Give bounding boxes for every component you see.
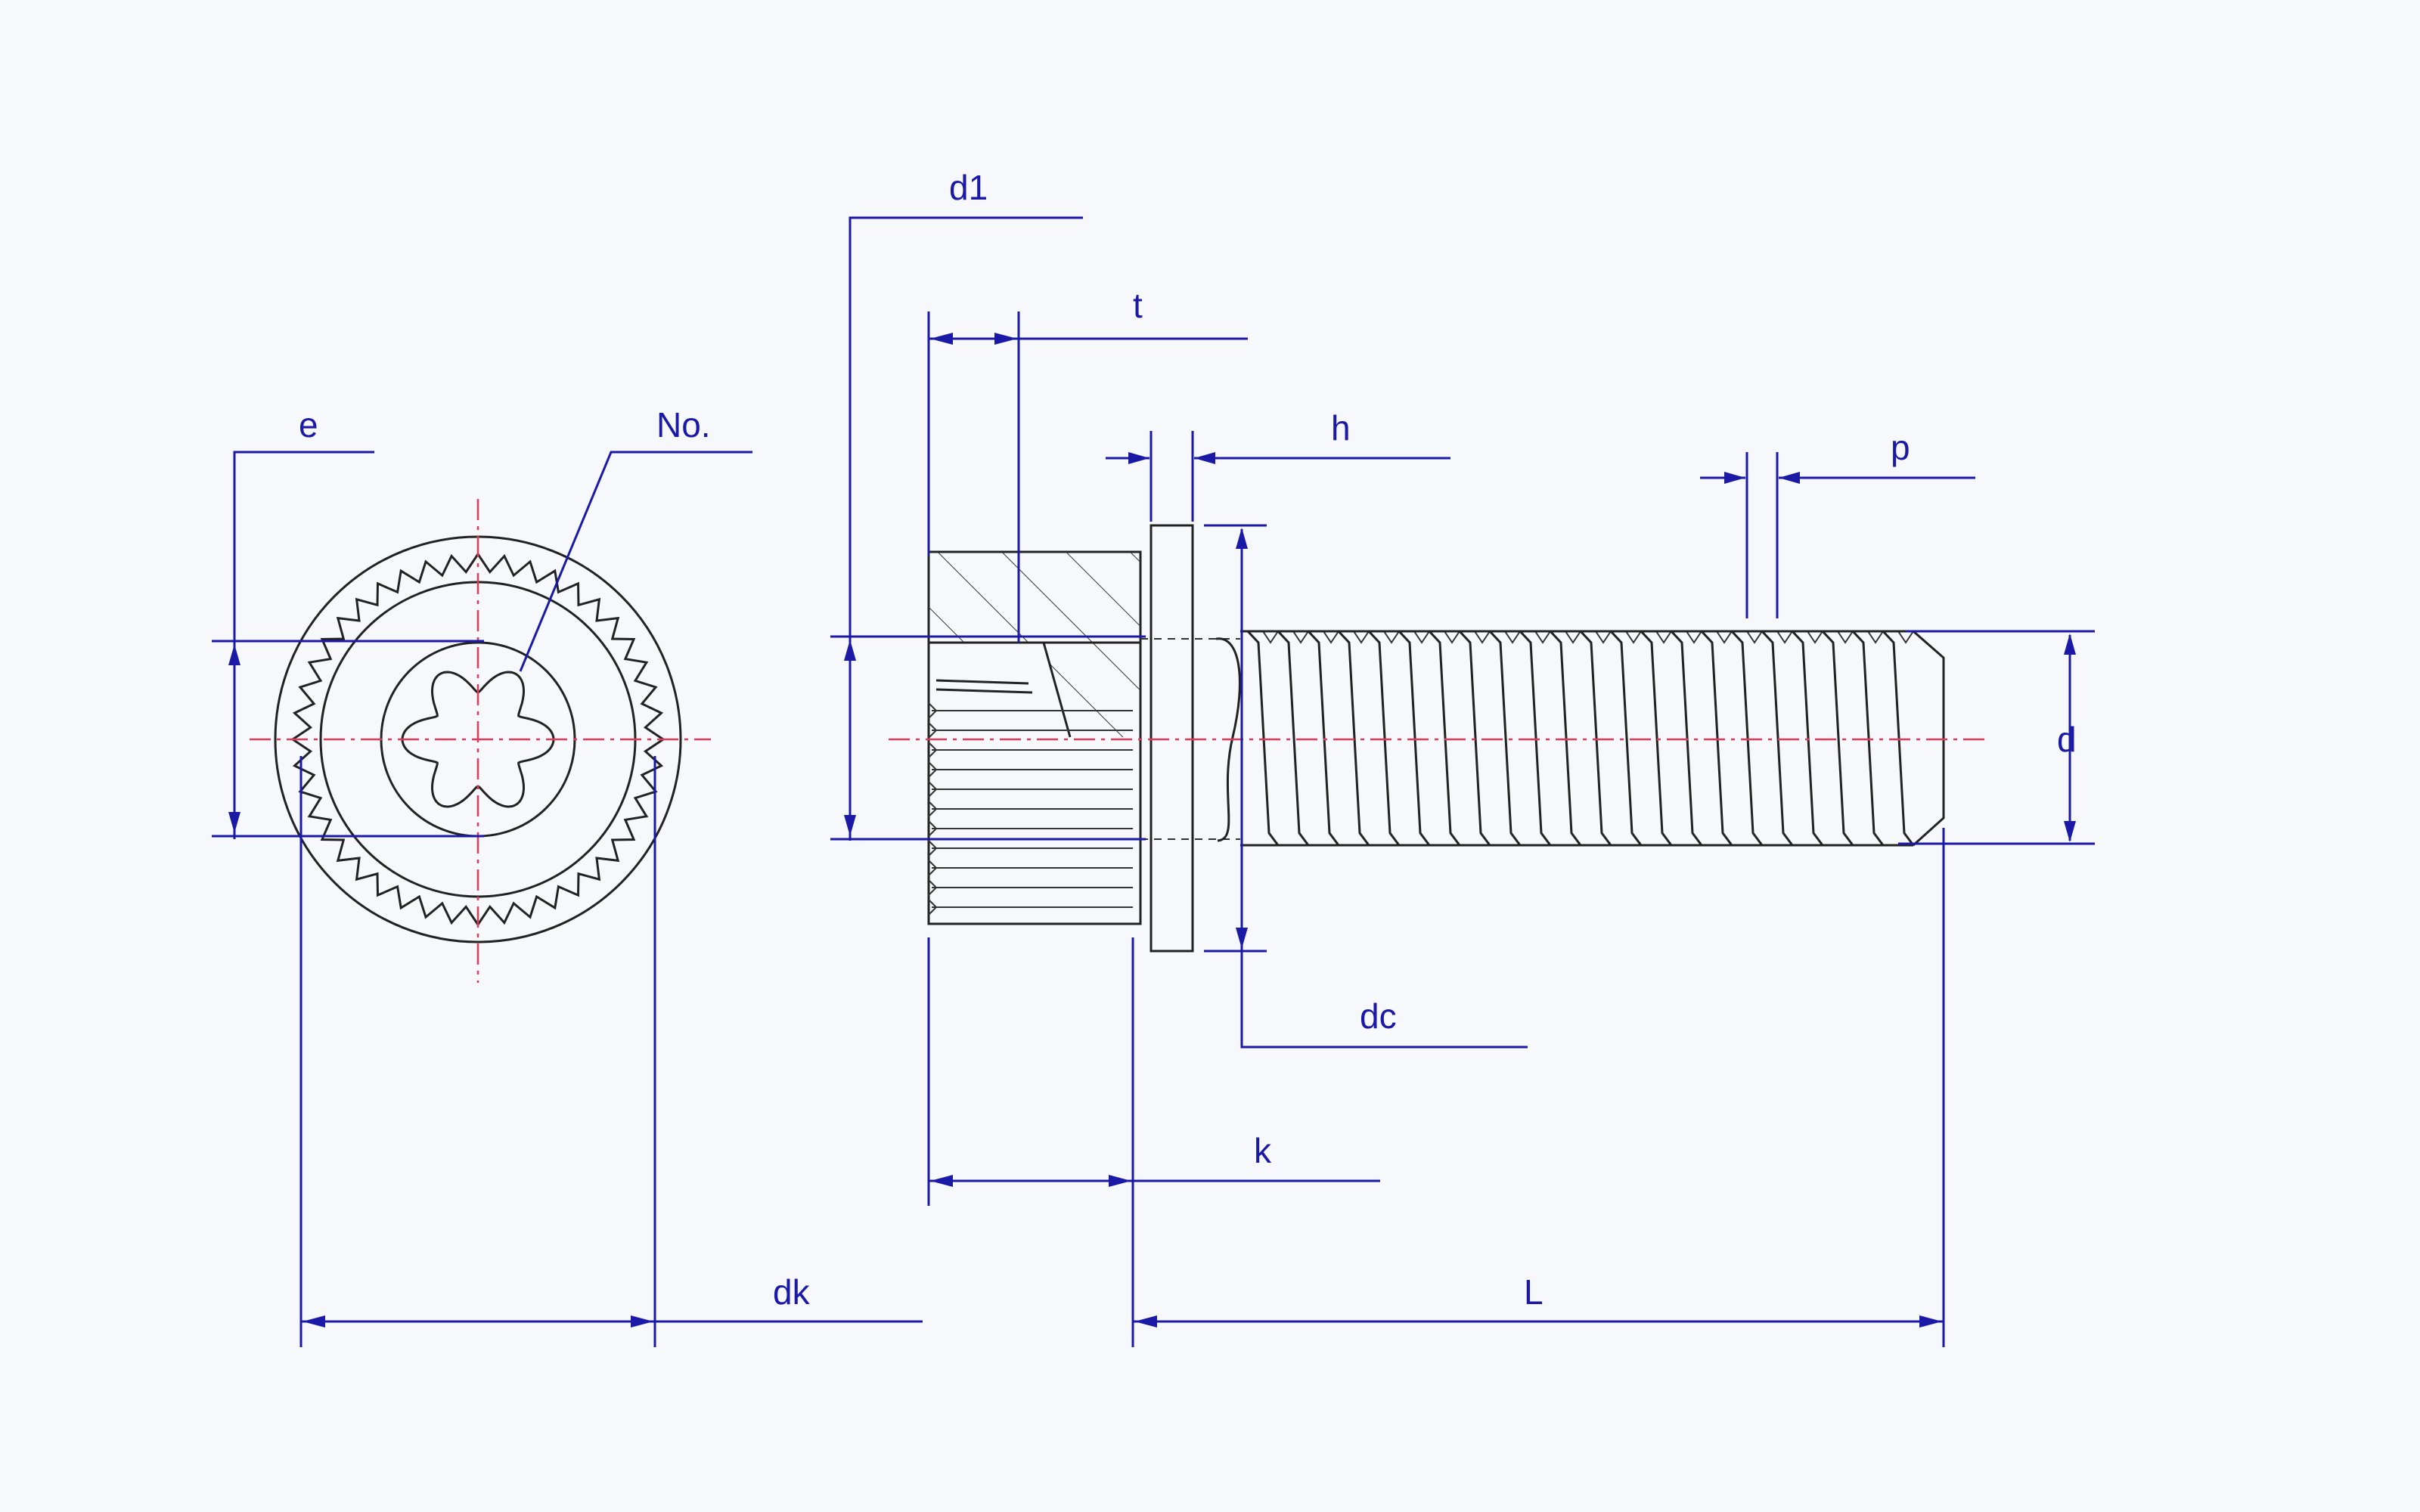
thread-flank <box>1488 630 1522 846</box>
thread-crest <box>1474 631 1491 644</box>
knurl-edge <box>928 742 938 758</box>
thread <box>1246 630 1915 846</box>
knurl-edge <box>928 879 938 896</box>
thread-flank <box>1791 630 1824 846</box>
thread-flank <box>1458 630 1491 846</box>
label-d: d <box>2057 720 2077 759</box>
side-view <box>889 524 1989 953</box>
thread-crest <box>1323 631 1339 644</box>
dimension-dk: dk <box>299 756 923 1347</box>
thread-crest <box>1867 631 1884 644</box>
thread-crest <box>1353 631 1370 644</box>
thread-flank <box>1519 630 1552 846</box>
thread-flank <box>1398 630 1431 846</box>
thread-crest <box>1504 631 1521 644</box>
thread-crest <box>1534 631 1551 644</box>
knurl-edge <box>928 801 938 817</box>
knurl-edge <box>928 761 938 778</box>
dimension-d1: d1 <box>830 168 1146 841</box>
thread-flank <box>1579 630 1612 846</box>
thread-flank <box>1549 630 1582 846</box>
thread-crest <box>1837 631 1854 644</box>
thread-crest <box>1686 631 1702 644</box>
thread-crest <box>1655 631 1672 644</box>
knurl-edge <box>928 840 938 857</box>
thread-flank <box>1609 630 1643 846</box>
label-h: h <box>1331 408 1351 448</box>
label-d1: d1 <box>949 168 988 207</box>
thread-flank <box>1337 630 1370 846</box>
thread-flank <box>1428 630 1461 846</box>
label-k: k <box>1254 1131 1272 1170</box>
thread-flank <box>1246 630 1280 846</box>
thread-flank <box>1670 630 1703 846</box>
thread-flank <box>1882 630 1915 846</box>
label-L: L <box>1524 1272 1544 1312</box>
thread-flank <box>1851 630 1885 846</box>
thread-crest <box>1444 631 1460 644</box>
knurl-edge <box>928 722 938 739</box>
label-dc: dc <box>1360 996 1397 1036</box>
leader-no: No. <box>519 405 752 672</box>
label-dk: dk <box>773 1272 811 1312</box>
thread-flank <box>1700 630 1733 846</box>
thread-crest <box>1565 631 1581 644</box>
knurl-edge <box>928 781 938 798</box>
dimension-p: p <box>1700 428 1975 618</box>
thread-flank <box>1640 630 1673 846</box>
thread-crest <box>1625 631 1642 644</box>
label-p: p <box>1891 428 1910 467</box>
thread-crest <box>1776 631 1793 644</box>
thread-crest <box>1807 631 1823 644</box>
end-view <box>250 499 711 983</box>
label-no: No. <box>656 405 711 445</box>
thread-crest <box>1292 631 1309 644</box>
thread-runout <box>1215 637 1241 842</box>
head-section-hatch-lower <box>1044 643 1140 737</box>
washer <box>1150 524 1194 953</box>
knurl-edge <box>928 860 938 876</box>
label-t: t <box>1133 286 1143 325</box>
head-section-hatch <box>929 552 1140 643</box>
dimension-e: e <box>212 405 484 839</box>
dimension-dc: dc <box>1204 524 1528 1049</box>
thread-crest <box>1383 631 1400 644</box>
thread-flank <box>1730 630 1764 846</box>
dimension-t: t <box>927 286 1248 643</box>
knurl-edge <box>928 820 938 837</box>
head-knurl-lines <box>928 702 1133 916</box>
thread-crest <box>1262 631 1279 644</box>
thread-crest <box>1413 631 1430 644</box>
label-e: e <box>299 405 318 445</box>
thread-crest <box>1595 631 1612 644</box>
thread-crest <box>1716 631 1733 644</box>
thread-flank <box>1367 630 1401 846</box>
dimension-k: k <box>927 937 1380 1347</box>
knurl-edge <box>928 899 938 916</box>
dimension-L: L <box>1133 828 1945 1347</box>
dimension-h: h <box>1106 408 1450 522</box>
thread-flank <box>1761 630 1794 846</box>
dimension-d: d <box>1898 630 2095 845</box>
thread-flank <box>1277 630 1310 846</box>
thread-flank <box>1307 630 1340 846</box>
thread-flank <box>1821 630 1854 846</box>
thread-crest <box>1897 631 1914 644</box>
knurl-edge <box>928 702 938 719</box>
thread-crest <box>1746 631 1763 644</box>
